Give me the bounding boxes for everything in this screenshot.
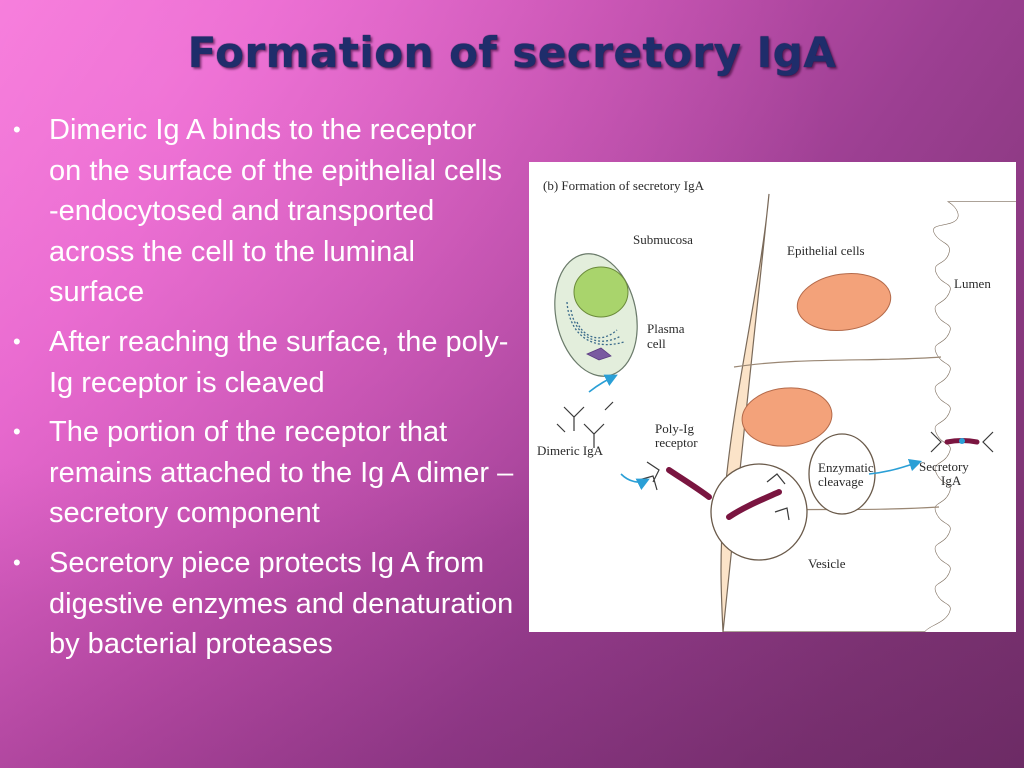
release-arrow: [868, 458, 923, 475]
vesicle-receptor: [726, 489, 782, 520]
bullet-marker: •: [13, 117, 21, 142]
epithelial-nucleus: [741, 387, 833, 447]
lumen-area: [925, 202, 1016, 632]
label-plasma-cell-2: cell: [647, 336, 666, 351]
label-secretory-1: Secretory: [919, 459, 969, 474]
bullet-marker: •: [13, 549, 21, 575]
bullet-list: • Dimeric Ig A binds to the receptor on t…: [10, 110, 515, 674]
bullet-text: After reaching the surface, the poly-Ig …: [49, 325, 509, 399]
label-poly-ig-1: Poly-Ig: [655, 421, 695, 436]
figure-caption: (b) Formation of secretory IgA: [543, 178, 705, 193]
label-vesicle: Vesicle: [808, 556, 846, 571]
plasma-cell-nucleus: [573, 266, 629, 318]
label-epithelial-cells: Epithelial cells: [787, 243, 865, 258]
secretory-iga-molecule: [930, 431, 994, 453]
vesicle-antibody: [766, 473, 790, 521]
slide-title: Formation of secretory IgA: [187, 28, 837, 77]
vesicle-shape: [710, 463, 808, 561]
plasma-cell-golgi: [586, 347, 612, 361]
label-plasma-cell-1: Plasma: [647, 321, 685, 336]
epithelial-nucleus: [796, 273, 892, 331]
label-enzymatic-1: Enzymatic: [818, 460, 874, 475]
bullet-text: Dimeric Ig A binds to the receptor on th…: [49, 114, 502, 309]
cell-boundary: [733, 356, 942, 368]
secretion-arrow: [588, 374, 618, 393]
label-submucosa: Submucosa: [633, 232, 693, 247]
bullet-marker: •: [13, 328, 21, 354]
bullet-item: • The portion of the receptor that remain…: [10, 412, 515, 534]
label-poly-ig-2: receptor: [655, 435, 698, 450]
label-lumen: Lumen: [954, 276, 991, 291]
label-enzymatic-2: cleavage: [818, 474, 864, 489]
dimeric-iga-molecule: [556, 401, 614, 448]
bullet-marker: •: [13, 419, 21, 445]
bullet-item: • Dimeric Ig A binds to the receptor on t…: [10, 110, 515, 313]
uptake-arrow: [620, 473, 650, 491]
iga-diagram-figure: (b) Formation of secretory IgA Submucosa…: [529, 162, 1016, 632]
plasma-cell-er: [566, 301, 625, 346]
bullet-item: • Secretory piece protects Ig A from dige…: [10, 543, 515, 665]
bullet-item: • After reaching the surface, the poly-Ig…: [10, 322, 515, 403]
poly-ig-receptor: [638, 461, 712, 500]
label-dimeric-iga: Dimeric IgA: [537, 443, 604, 458]
bullet-text: The portion of the receptor that remains…: [49, 416, 514, 530]
bullet-text: Secretory piece protects Ig A from diges…: [49, 546, 514, 661]
iga-diagram: (b) Formation of secretory IgA Submucosa…: [537, 178, 1016, 632]
label-secretory-2: IgA: [941, 473, 962, 488]
